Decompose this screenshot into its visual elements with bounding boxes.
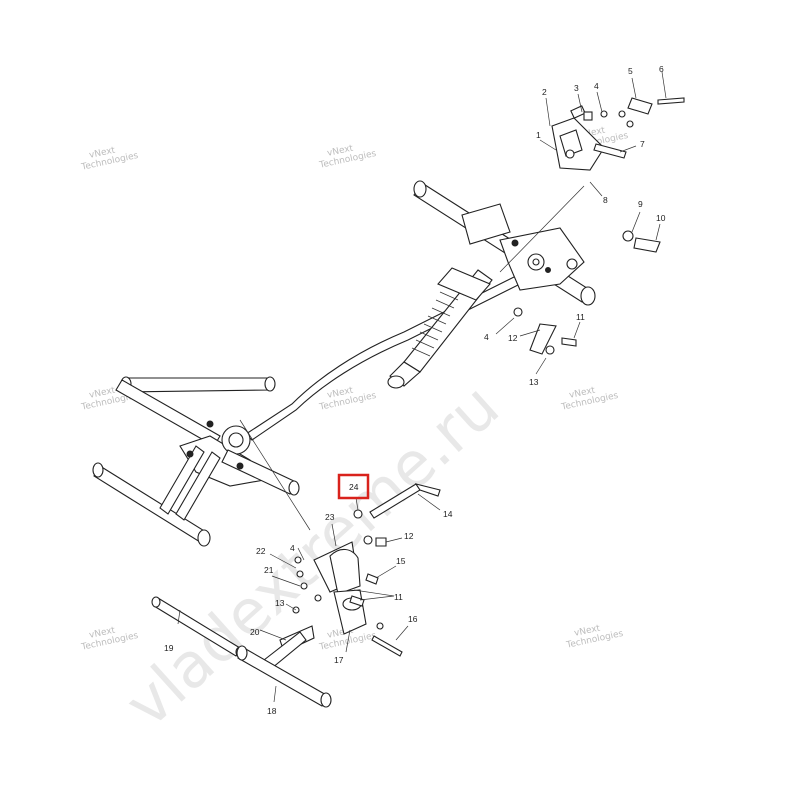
watermark-stamp: vNext Technologies	[318, 144, 378, 171]
callout-13b: 13	[275, 598, 285, 608]
front-arm-pivot	[92, 376, 300, 547]
callout-12: 12	[508, 333, 518, 343]
callout-6: 6	[659, 64, 664, 74]
callout-7: 7	[640, 139, 645, 149]
callouts: 1 2 3 4 5 6 7 8 9 10 4 12 11 13 14 24 23…	[164, 64, 666, 716]
callout-4c: 4	[290, 543, 295, 553]
callout-17: 17	[334, 655, 344, 665]
callout-23: 23	[325, 512, 335, 522]
watermark-stamp: vNext Technologies	[560, 386, 620, 413]
hardware-lower	[292, 509, 403, 657]
front-link-rod	[369, 483, 441, 519]
callout-9: 9	[638, 199, 643, 209]
callout-15: 15	[396, 556, 406, 566]
callout-24: 24	[349, 482, 359, 492]
highlight-box-24	[337, 473, 370, 500]
watermark-main: vladextreme.ru	[111, 369, 513, 741]
callout-16: 16	[408, 614, 418, 624]
callout-1: 1	[536, 130, 541, 140]
watermark-stamp: vNext Technologies	[565, 624, 625, 651]
callout-11: 11	[576, 312, 585, 322]
watermark-stamp: vNext Technologies	[80, 146, 140, 173]
callout-5: 5	[628, 66, 633, 76]
callout-8: 8	[603, 195, 608, 205]
callout-10: 10	[656, 213, 666, 223]
callout-20: 20	[250, 627, 260, 637]
callout-2: 2	[542, 87, 547, 97]
callout-4b: 4	[484, 332, 489, 342]
callout-11b: 11	[394, 592, 403, 602]
callout-13: 13	[529, 377, 539, 387]
callout-3: 3	[574, 83, 579, 93]
front-shaft-18	[236, 645, 332, 708]
rear-pivot-bracket	[461, 203, 585, 291]
callout-22: 22	[256, 546, 266, 556]
callout-14: 14	[443, 509, 453, 519]
leader-lines	[177, 71, 667, 703]
callout-12b: 12	[404, 531, 414, 541]
hardware-top-right	[513, 97, 685, 355]
callout-21: 21	[264, 565, 274, 575]
callout-19: 19	[164, 643, 174, 653]
callout-18: 18	[267, 706, 277, 716]
shock-absorber	[387, 267, 493, 389]
watermark-stamp: vNext Technologies	[80, 626, 140, 653]
callout-4: 4	[594, 81, 599, 91]
